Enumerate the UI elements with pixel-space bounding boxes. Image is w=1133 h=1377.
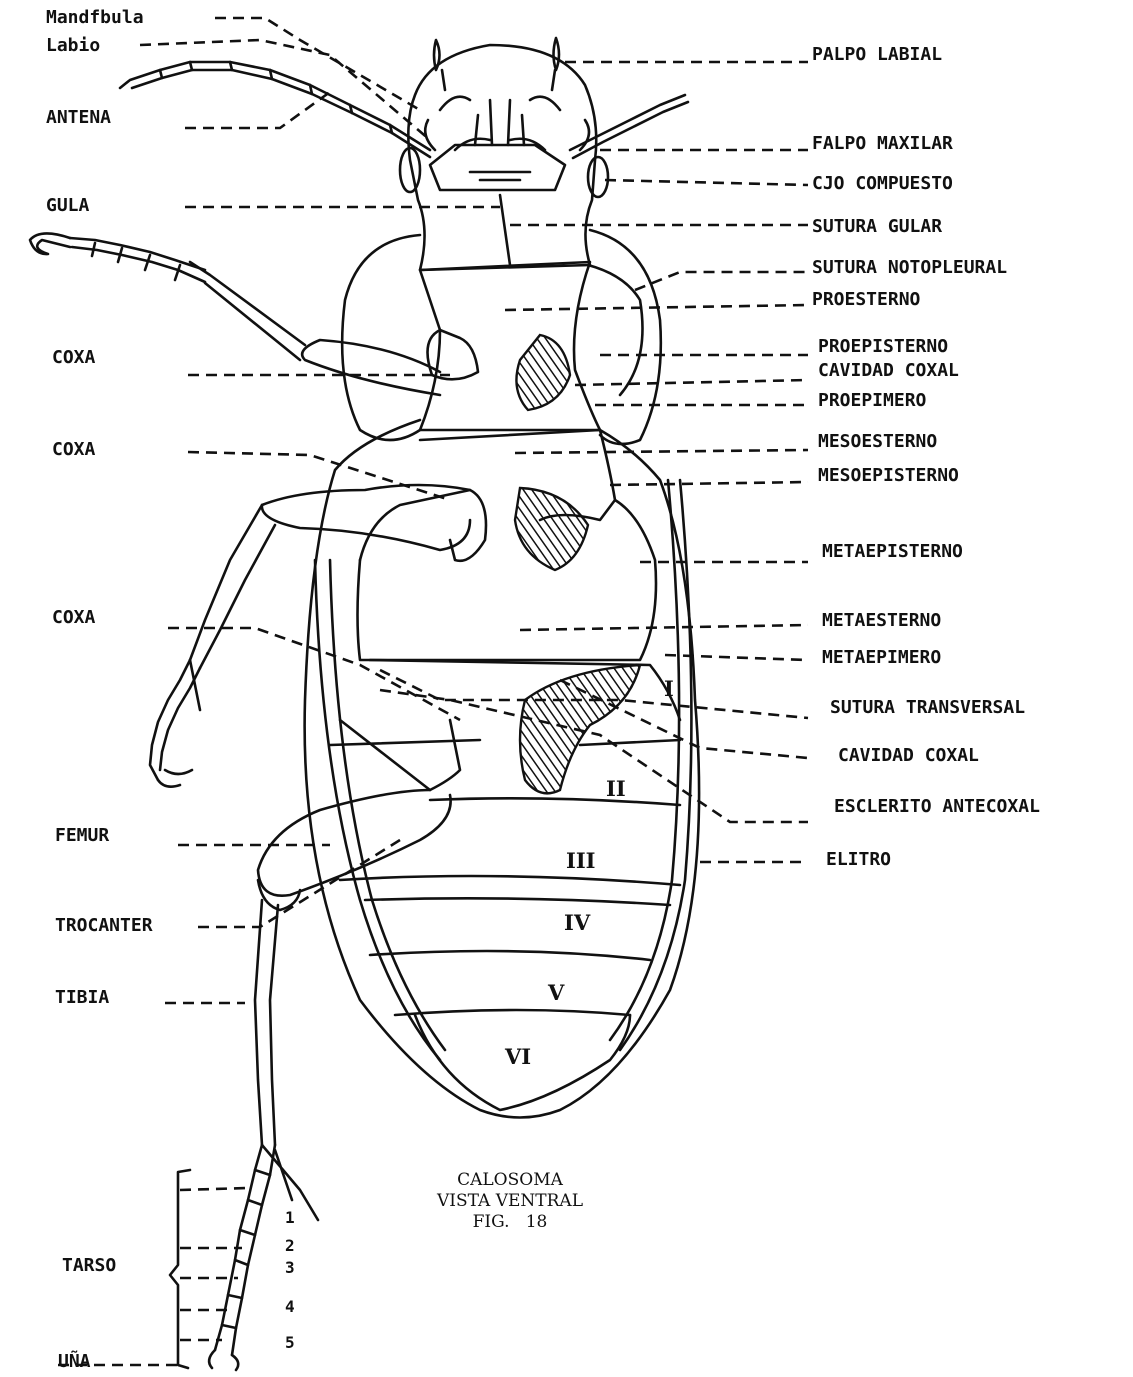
tarsus-number-3: 3 bbox=[285, 1258, 295, 1277]
caption-line-1: CALOSOMA bbox=[420, 1170, 600, 1191]
label-proepisterno: PROEPISTERNO bbox=[818, 337, 948, 357]
label-sutura-notopleural: SUTURA NOTOPLEURAL bbox=[812, 258, 1007, 278]
label-coxa-1: COXA bbox=[52, 348, 95, 368]
body bbox=[305, 420, 699, 1118]
head bbox=[400, 38, 608, 270]
segment-iii: III bbox=[566, 848, 595, 873]
label-antena: ANTENA bbox=[46, 108, 111, 128]
label-trocanter: TROCANTER bbox=[55, 916, 153, 936]
label-proepimero: PROEPIMERO bbox=[818, 391, 926, 411]
segment-ii: II bbox=[606, 776, 626, 801]
label-cavidad-coxal-1: CAVIDAD COXAL bbox=[818, 361, 959, 381]
front-leg bbox=[30, 233, 440, 395]
label-tibia: TIBIA bbox=[55, 988, 109, 1008]
caption-line-3: FIG. 18 bbox=[420, 1212, 600, 1233]
antennae bbox=[120, 62, 688, 158]
label-tarso: TARSO bbox=[62, 1256, 116, 1276]
tarsus-number-4: 4 bbox=[285, 1297, 295, 1316]
label-palpo-labial: PALPO LABIAL bbox=[812, 45, 942, 65]
label-elitro: ELITRO bbox=[826, 850, 891, 870]
label-sutura-transversal: SUTURA TRANSVERSAL bbox=[830, 698, 1025, 718]
label-metaesterno: METAESTERNO bbox=[822, 611, 941, 631]
label-femur: FEMUR bbox=[55, 826, 109, 846]
figure-caption: CALOSOMA VISTA VENTRAL FIG. 18 bbox=[420, 1170, 600, 1233]
segment-i: I bbox=[664, 676, 674, 701]
label-coxa-2: COXA bbox=[52, 440, 95, 460]
label-labio: Labio bbox=[46, 36, 100, 56]
label-sutura-gular: SUTURA GULAR bbox=[812, 217, 942, 237]
label-metaepisterno: METAEPISTERNO bbox=[822, 542, 963, 562]
label-cavidad-coxal-2: CAVIDAD COXAL bbox=[838, 746, 979, 766]
label-esclerito-antecoxal: ESCLERITO ANTECOXAL bbox=[834, 797, 1040, 817]
label-proesterno: PROESTERNO bbox=[812, 290, 920, 310]
label-ojo-compuesto: CJO COMPUESTO bbox=[812, 174, 953, 194]
segment-iv: IV bbox=[564, 910, 590, 935]
label-mesoesterno: MESOESTERNO bbox=[818, 432, 937, 452]
caption-line-2: VISTA VENTRAL bbox=[420, 1191, 600, 1212]
segment-vi: VI bbox=[505, 1044, 531, 1069]
label-gula: GULA bbox=[46, 196, 89, 216]
label-mandibula: Mandfbula bbox=[46, 8, 144, 28]
label-mesoepisterno: MESOEPISTERNO bbox=[818, 466, 959, 486]
label-palpo-maxilar: FALPO MAXILAR bbox=[812, 134, 953, 154]
prothorax bbox=[342, 230, 661, 444]
tarsus-number-2: 2 bbox=[285, 1236, 295, 1255]
tarsus-number-5: 5 bbox=[285, 1333, 295, 1352]
segment-v: V bbox=[548, 980, 564, 1005]
tarsus-bracket bbox=[170, 1170, 190, 1368]
hind-leg bbox=[209, 720, 460, 1370]
label-coxa-3: COXA bbox=[52, 608, 95, 628]
label-metaepimero: METAEPIMERO bbox=[822, 648, 941, 668]
tarsus-number-1: 1 bbox=[285, 1208, 295, 1227]
label-una: UÑA bbox=[58, 1352, 91, 1372]
